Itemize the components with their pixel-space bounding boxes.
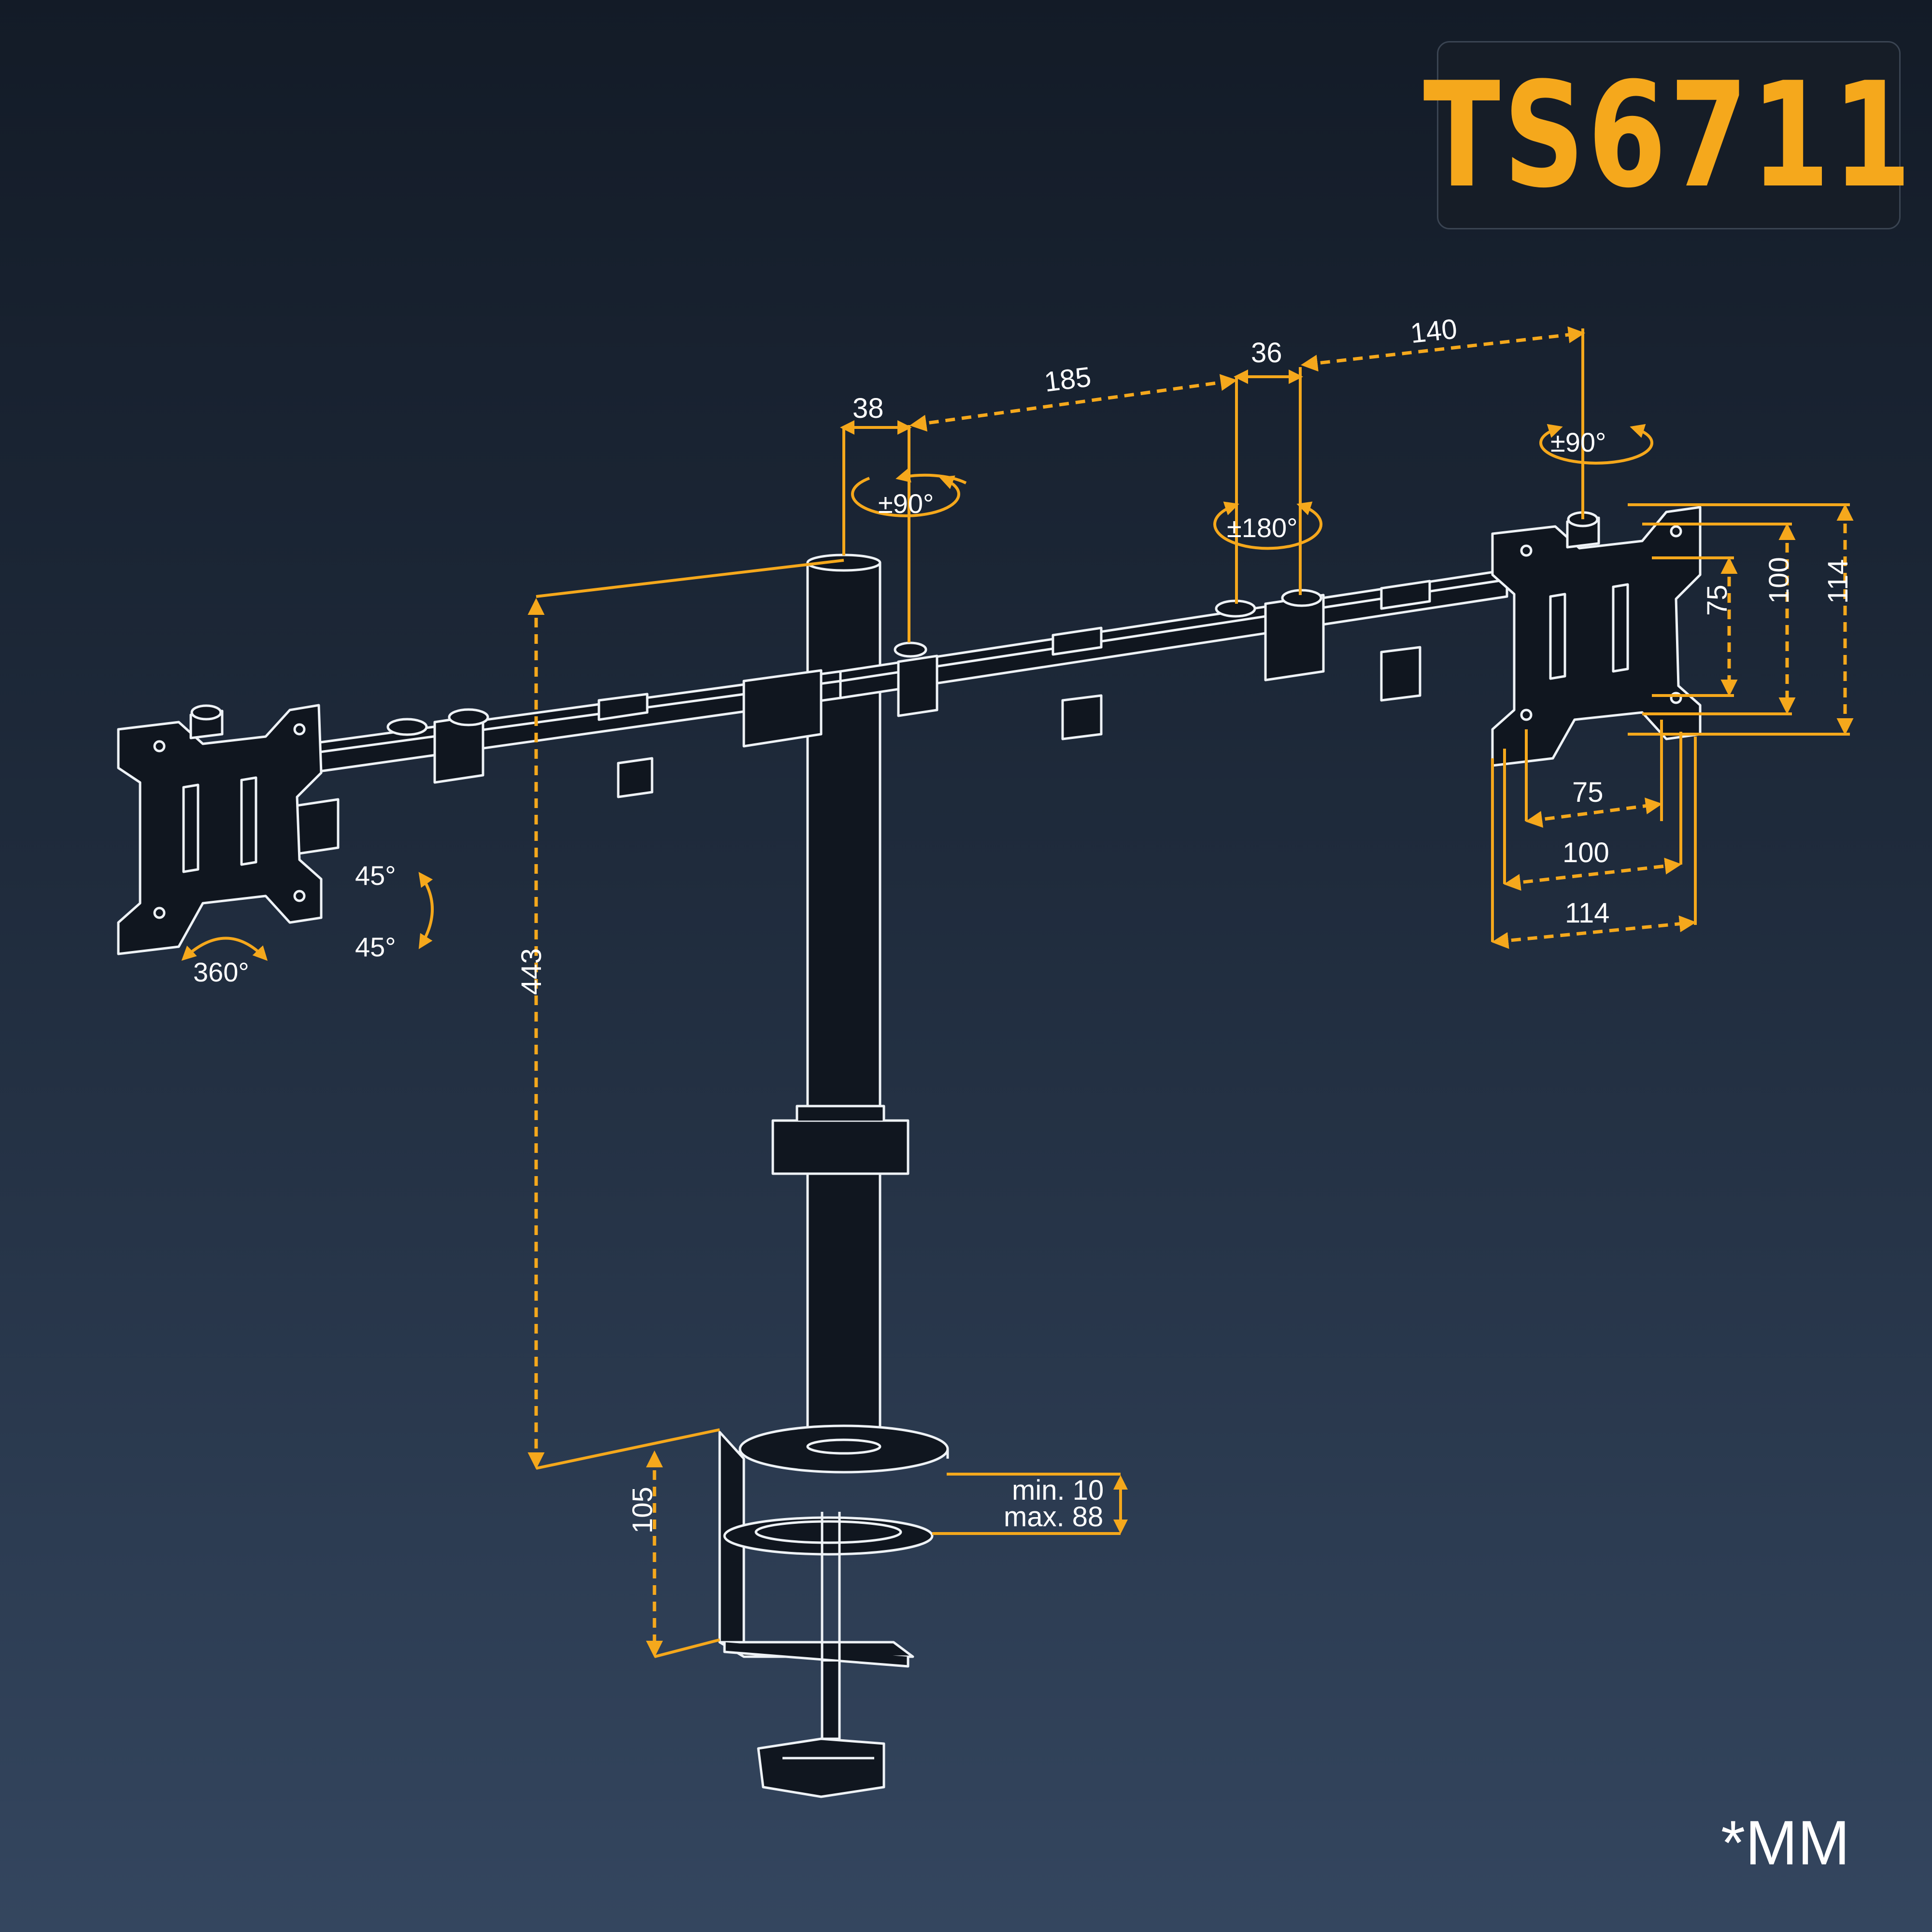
right-vesa-plate (1491, 506, 1702, 767)
dim-443: 443 (516, 948, 547, 995)
vesa-width-114: 114 (1565, 897, 1609, 929)
desk-clamp (718, 1431, 934, 1798)
rotation-joint: ±180° (1227, 512, 1298, 543)
dim-38: 38 (852, 393, 884, 424)
base-plate (739, 1424, 949, 1474)
dim-185: 185 (1042, 361, 1093, 398)
clamp-min: min. 10 (1012, 1475, 1104, 1506)
dim-36: 36 (1251, 337, 1282, 369)
tilt-up: 45° (355, 860, 396, 891)
tilt-down: 45° (355, 932, 396, 962)
rotation-labels: ±90° ±180° ±90° 45° 45° 360° (193, 427, 1606, 987)
vesa-height-75: 75 (1702, 584, 1733, 616)
rotation-arm-pivot: ±90° (878, 488, 934, 519)
unit-note: *MM (1720, 1807, 1850, 1878)
right-arm (839, 568, 1508, 740)
model-badge: TS6711 (1423, 41, 1915, 229)
dimension-labels: 38 185 36 140 443 105 min. 10 max. 88 75… (516, 313, 1854, 1534)
dim-105: 105 (627, 1487, 658, 1534)
model-number: TS6711 (1423, 51, 1915, 220)
dim-140: 140 (1409, 313, 1459, 349)
vesa-height-100: 100 (1763, 557, 1795, 604)
rotation-head: ±90° (1550, 427, 1606, 457)
clamp-max: max. 88 (1004, 1501, 1103, 1533)
equipment-drawing (117, 506, 1702, 1798)
vesa-width-75: 75 (1572, 777, 1604, 808)
swivel: 360° (193, 957, 249, 987)
vesa-width-100: 100 (1563, 837, 1609, 868)
left-vesa-plate (117, 704, 323, 955)
left-arm (288, 669, 842, 856)
vesa-height-114: 114 (1822, 559, 1854, 604)
dimension-lines (181, 326, 1854, 1658)
